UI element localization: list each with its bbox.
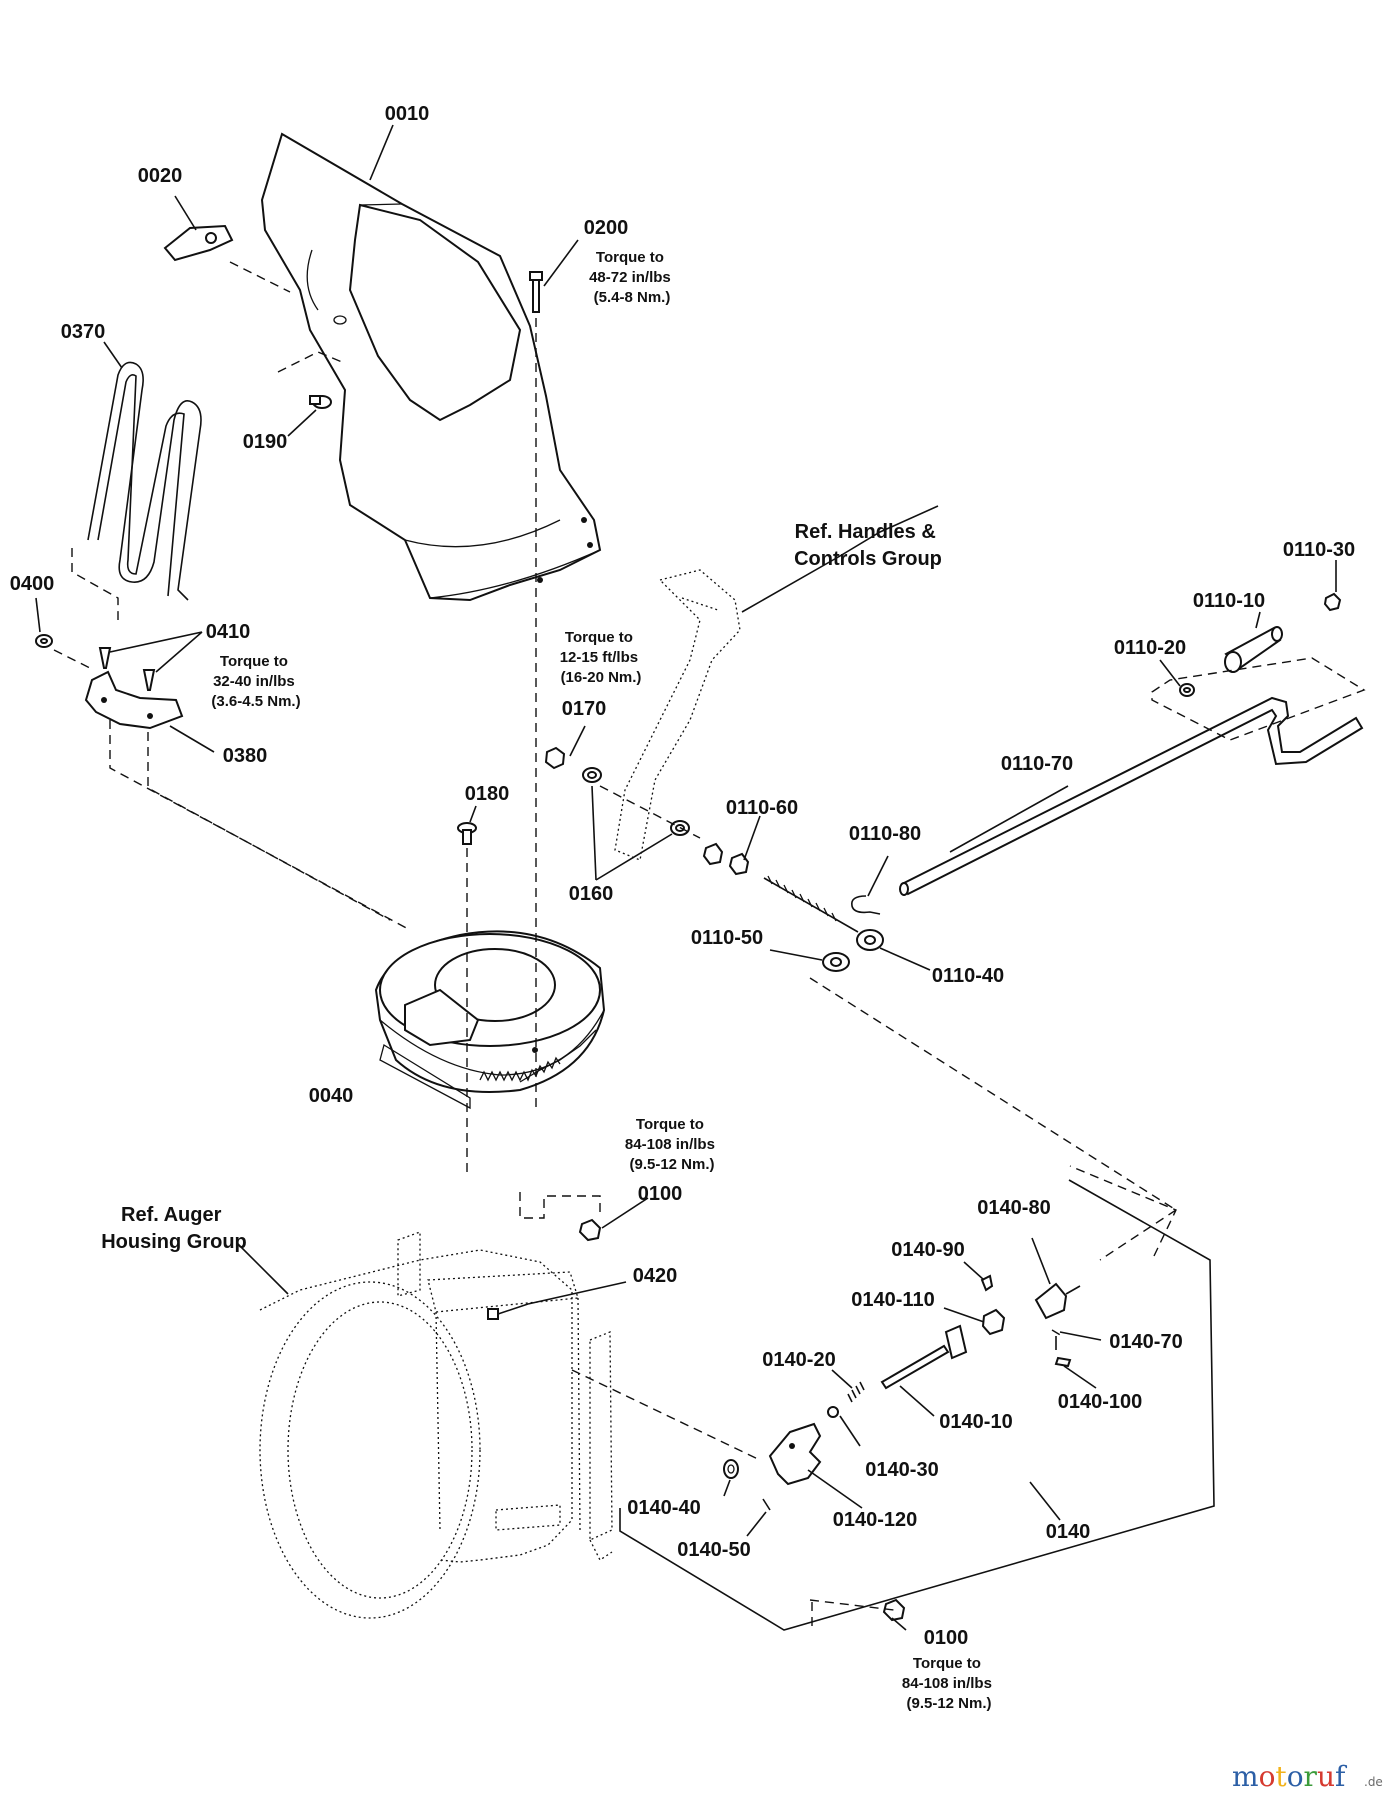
watermark-letter: r bbox=[1304, 1760, 1318, 1793]
label-0170: 0170 bbox=[562, 698, 607, 720]
label-0100-top: 0100 bbox=[638, 1183, 683, 1205]
label-0140-50: 0140-50 bbox=[677, 1539, 750, 1561]
label-0020: 0020 bbox=[138, 165, 183, 187]
block-0140-110-part bbox=[981, 1308, 1006, 1336]
rod-0110-70-part bbox=[899, 696, 1364, 896]
reference-notes: Ref. Handles & Controls Group Ref. Auger… bbox=[101, 521, 942, 1253]
label-0140-10: 0140-10 bbox=[939, 1411, 1012, 1433]
ring-gear-0040-part bbox=[374, 930, 606, 1110]
bolt-0420-part bbox=[487, 1303, 529, 1320]
wire-loop-part bbox=[87, 361, 202, 601]
ref-auger-housing: Ref. Auger Housing Group bbox=[101, 1204, 247, 1253]
label-0420: 0420 bbox=[633, 1265, 678, 1287]
label-0110-70: 0110-70 bbox=[1001, 753, 1073, 775]
torque-note-0200: Torque to 48-72 in/lbs (5.4-8 Nm.) bbox=[589, 249, 675, 306]
sleeve-0110-10-part bbox=[1224, 626, 1283, 673]
alignment-lines bbox=[53, 261, 1366, 1626]
wing-knob-part bbox=[163, 224, 234, 262]
label-0110-60: 0110-60 bbox=[726, 797, 798, 819]
nut-0170-part bbox=[544, 746, 566, 770]
label-0180: 0180 bbox=[465, 783, 510, 805]
label-0140-110: 0140-110 bbox=[851, 1289, 934, 1311]
label-0110-40: 0110-40 bbox=[932, 965, 1004, 987]
nut-0100-top-part bbox=[578, 1218, 602, 1242]
washer-0140-30-part bbox=[827, 1406, 839, 1418]
housing-ghost bbox=[259, 1231, 613, 1619]
label-0110-20: 0110-20 bbox=[1114, 637, 1186, 659]
label-0110-80: 0110-80 bbox=[849, 823, 921, 845]
label-0160: 0160 bbox=[569, 883, 614, 905]
label-0370: 0370 bbox=[61, 321, 106, 343]
label-0010: 0010 bbox=[385, 103, 430, 125]
label-0190: 0190 bbox=[243, 431, 288, 453]
watermark-letter: u bbox=[1317, 1760, 1335, 1793]
chute-part bbox=[260, 132, 602, 602]
screws-0410-part bbox=[98, 647, 156, 691]
watermark-text: motoruf bbox=[1232, 1760, 1348, 1793]
label-0410: 0410 bbox=[206, 621, 251, 643]
label-0110-50: 0110-50 bbox=[691, 927, 763, 949]
screw-0180-part bbox=[457, 822, 477, 845]
torque-notes: Torque to 48-72 in/lbs (5.4-8 Nm.) Torqu… bbox=[211, 249, 996, 1712]
label-0380: 0380 bbox=[223, 745, 268, 767]
torque-note-0100-bottom: Torque to 84-108 in/lbs (9.5-12 Nm.) bbox=[902, 1655, 996, 1712]
ref-handles-controls: Ref. Handles & Controls Group bbox=[794, 521, 942, 570]
nuts-0110-60-part bbox=[702, 842, 750, 876]
clip-0110-80-part bbox=[850, 895, 881, 915]
nut-0100-bottom-part bbox=[882, 1598, 906, 1622]
torque-note-0100-top: Torque to 84-108 in/lbs (9.5-12 Nm.) bbox=[625, 1116, 719, 1173]
watermark-logo: motoruf .de bbox=[1232, 1760, 1383, 1793]
bracket-0380-part bbox=[84, 670, 184, 730]
bolt-part bbox=[529, 271, 543, 313]
washer-0110-20-part bbox=[1179, 683, 1195, 697]
watermark-suffix: .de bbox=[1364, 1775, 1383, 1789]
watermark-letter: o bbox=[1287, 1760, 1304, 1793]
label-0040: 0040 bbox=[309, 1085, 354, 1107]
label-0140-30: 0140-30 bbox=[865, 1459, 938, 1481]
label-0110-30: 0110-30 bbox=[1283, 539, 1355, 561]
watermark-letter: o bbox=[1259, 1760, 1276, 1793]
label-0140: 0140 bbox=[1046, 1521, 1091, 1543]
pin-0140-100-part bbox=[1054, 1356, 1072, 1368]
group-0140-bracket bbox=[619, 1179, 1215, 1631]
leader-lines bbox=[35, 124, 1337, 1631]
label-0140-120: 0140-120 bbox=[833, 1509, 918, 1531]
label-0140-20: 0140-20 bbox=[762, 1349, 835, 1371]
nut-0400-part bbox=[35, 634, 53, 648]
label-0140-70: 0140-70 bbox=[1109, 1331, 1182, 1353]
watermark-letter: t bbox=[1275, 1760, 1287, 1793]
label-0400: 0400 bbox=[10, 573, 55, 595]
label-0110-10: 0110-10 bbox=[1193, 590, 1265, 612]
spacer-0110-50-part bbox=[822, 952, 850, 972]
carriage-bolt-part bbox=[309, 395, 332, 409]
washer-0160-part bbox=[582, 767, 690, 836]
watermark-letter: f bbox=[1335, 1760, 1348, 1793]
nut-0110-30-part bbox=[1323, 592, 1342, 612]
handle-frame-ghost bbox=[614, 569, 741, 861]
clevis-0140-80-part bbox=[1034, 1282, 1081, 1320]
pin-0140-90-part bbox=[980, 1274, 994, 1292]
rod-0140-10-part bbox=[880, 1324, 968, 1390]
eye-bolt-0110-40-part bbox=[763, 875, 884, 951]
spring-0140-20-part bbox=[847, 1381, 865, 1403]
torque-note-0170: Torque to 12-15 ft/lbs (16-20 Nm.) bbox=[560, 629, 643, 686]
pin-0140-50-part bbox=[762, 1498, 771, 1511]
part-labels: 0010 0020 0200 0370 0190 0400 0410 0380 … bbox=[10, 103, 1355, 1649]
label-0140-40: 0140-40 bbox=[627, 1497, 700, 1519]
label-0140-100: 0140-100 bbox=[1058, 1391, 1143, 1413]
label-0100-bottom: 0100 bbox=[924, 1627, 969, 1649]
label-0140-90: 0140-90 bbox=[891, 1239, 964, 1261]
gear-0140-40-part bbox=[723, 1459, 739, 1479]
label-0200: 0200 bbox=[584, 217, 629, 239]
bracket-0140-120-part bbox=[768, 1422, 822, 1486]
label-0140-80: 0140-80 bbox=[977, 1197, 1050, 1219]
torque-note-0410: Torque to 32-40 in/lbs (3.6-4.5 Nm.) bbox=[211, 653, 300, 710]
watermark-letter: m bbox=[1232, 1760, 1259, 1793]
